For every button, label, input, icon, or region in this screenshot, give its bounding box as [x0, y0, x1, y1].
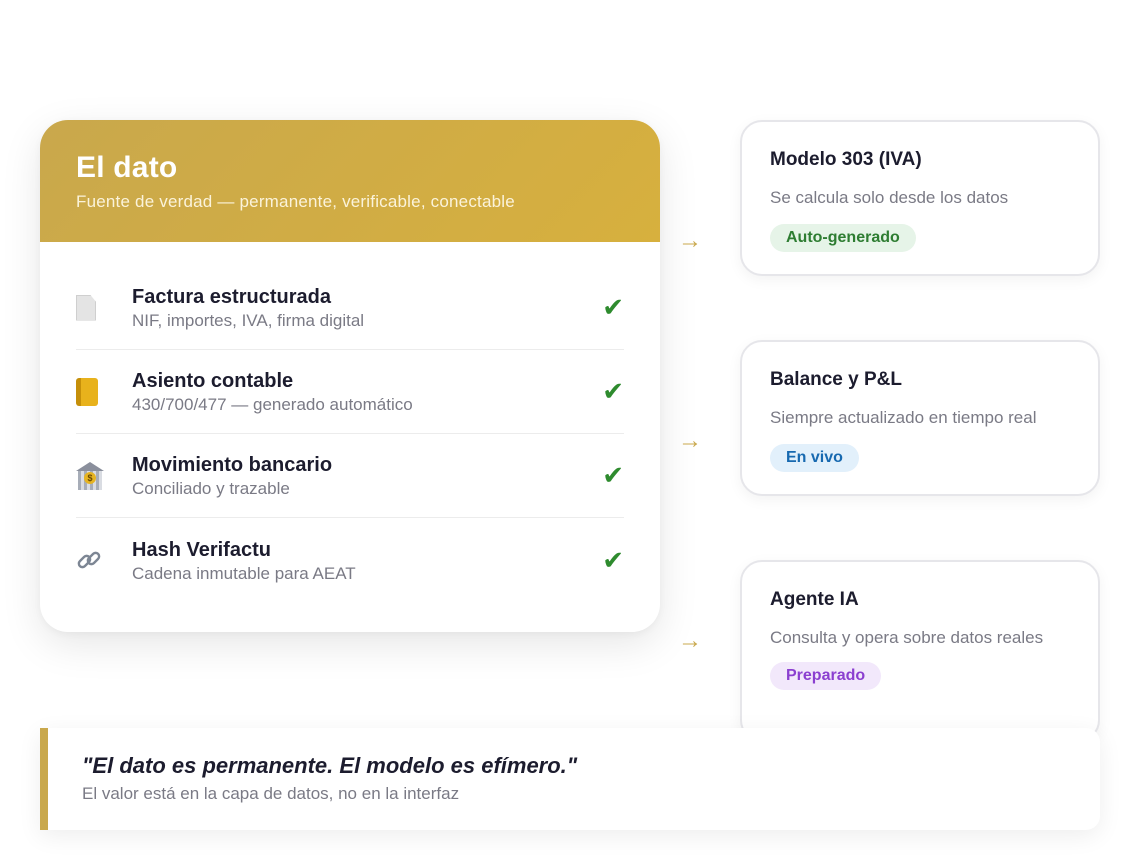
quote-text: "El dato es permanente. El modelo es efí… [82, 753, 578, 778]
list-item-asiento: Asiento contable 430/700/477 — generado … [76, 350, 624, 434]
row-subtitle: Cadena inmutable para AEAT [132, 563, 356, 583]
arrow-right-icon: → [678, 427, 702, 454]
arrow-right-icon: → [678, 227, 702, 254]
list-item-movimiento: $ Movimiento bancario Conciliado y traza… [76, 434, 624, 518]
link-icon [76, 547, 132, 573]
output-card-modelo-303: Modelo 303 (IVA) Se calcula solo desde l… [740, 120, 1100, 276]
bank-icon: $ [76, 461, 132, 490]
output-description: Consulta y opera sobre datos reales [770, 628, 1044, 647]
card-header: El dato Fuente de verdad — permanente, v… [40, 120, 660, 242]
status-badge: Preparado [770, 662, 882, 690]
ledger-icon [76, 377, 132, 406]
card-body: Factura estructurada NIF, importes, IVA,… [40, 242, 660, 602]
output-title: Balance y P&L [770, 369, 902, 390]
row-title: Asiento contable [132, 370, 294, 392]
check-icon: ✔ [602, 544, 624, 575]
row-subtitle: Conciliado y trazable [132, 479, 290, 498]
output-description: Se calcula solo desde los datos [770, 188, 1009, 207]
status-badge: En vivo [770, 444, 859, 472]
quote-block: "El dato es permanente. El modelo es efí… [40, 728, 1100, 830]
row-title: Hash Verifactu [132, 538, 271, 561]
document-icon [76, 294, 132, 321]
output-card-agente-ia: Agente IA Consulta y opera sobre datos r… [740, 560, 1100, 742]
output-title: Modelo 303 (IVA) [770, 149, 922, 170]
list-item-hash: Hash Verifactu Cadena inmutable para AEA… [76, 518, 624, 602]
check-icon: ✔ [602, 376, 624, 406]
status-badge: Auto-generado [770, 224, 916, 252]
output-description: Siempre actualizado en tiempo real [770, 408, 1037, 427]
data-source-card: El dato Fuente de verdad — permanente, v… [40, 120, 660, 632]
card-title: El dato [76, 151, 178, 184]
row-subtitle: NIF, importes, IVA, firma digital [132, 311, 365, 330]
check-icon: ✔ [602, 460, 624, 490]
list-item-factura: Factura estructurada NIF, importes, IVA,… [76, 266, 624, 350]
card-subtitle: Fuente de verdad — permanente, verificab… [76, 192, 515, 211]
output-card-balance: Balance y P&L Siempre actualizado en tie… [740, 340, 1100, 496]
arrow-right-icon: → [678, 627, 702, 654]
row-title: Movimiento bancario [132, 454, 333, 476]
row-title: Factura estructurada [132, 286, 331, 308]
row-subtitle: 430/700/477 — generado automático [132, 395, 413, 414]
check-icon: ✔ [602, 292, 624, 322]
quote-subtitle: El valor está en la capa de datos, no en… [82, 784, 460, 803]
output-title: Agente IA [770, 589, 859, 610]
